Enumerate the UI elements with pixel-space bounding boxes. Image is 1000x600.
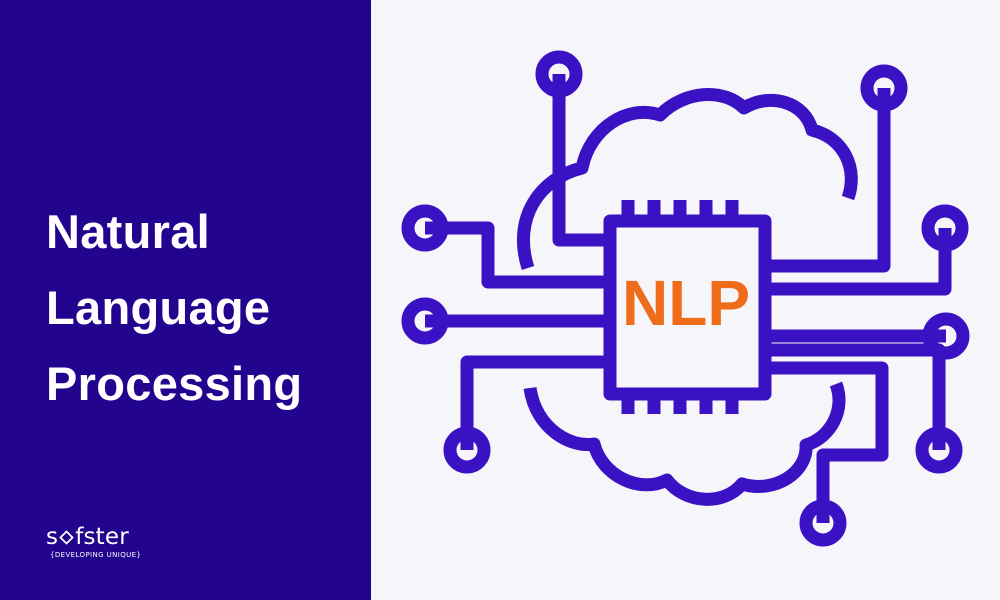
trace-right-1 (768, 228, 952, 296)
trace-top-left (552, 74, 607, 247)
trace-bottom-right (768, 361, 889, 523)
node-right-3 (915, 426, 963, 474)
logo-word-end: fster (75, 524, 129, 550)
chip-body (603, 214, 772, 401)
node-left-1 (401, 204, 449, 252)
chip-label: NLP (622, 267, 750, 339)
page-title: Natural Language Processing (46, 194, 302, 422)
trace-left-3 (460, 355, 607, 450)
logo-tagline: {DEVELOPING UNIQUE} (50, 551, 142, 559)
logo-wordmark: s fster (46, 524, 156, 550)
title-line-language: Language (46, 281, 271, 334)
left-panel: Natural Language Processing s fster {DEV… (0, 0, 371, 600)
brain-chip-circuit-icon (401, 50, 970, 547)
title-line-natural: Natural (46, 205, 211, 258)
node-bottom-right (799, 499, 847, 547)
logo-word-start: s (46, 524, 59, 550)
chip-pins-top (621, 200, 739, 215)
diamond-icon (59, 529, 74, 545)
node-top-left (535, 50, 583, 98)
brain-lower-outline (523, 381, 846, 506)
title-line-processing: Processing (46, 357, 303, 410)
node-top-right (860, 64, 908, 112)
sofster-logo: s fster {DEVELOPING UNIQUE} (46, 524, 156, 560)
trace-left-1 (425, 221, 607, 289)
trace-top-right (768, 88, 891, 273)
chip-pins-bottom (621, 400, 739, 414)
node-right-1 (921, 204, 969, 252)
node-right-2 (922, 312, 970, 360)
node-left-2 (401, 297, 449, 345)
node-left-3 (443, 426, 491, 474)
